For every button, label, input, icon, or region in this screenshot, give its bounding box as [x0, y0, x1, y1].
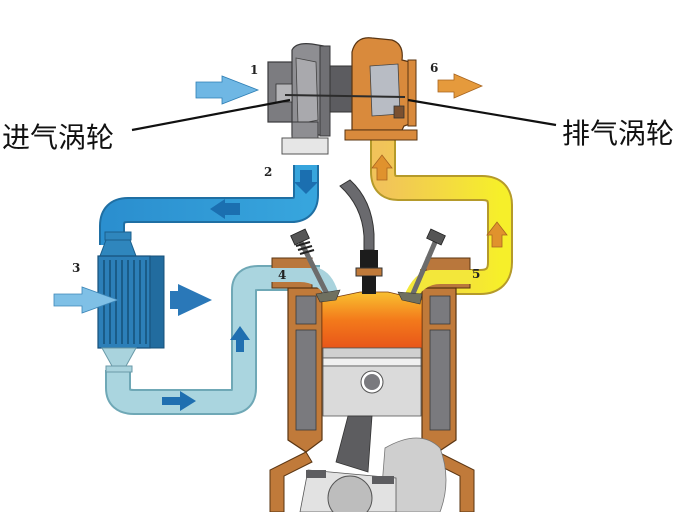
cooled-air-pipe	[105, 265, 320, 415]
connecting-rod	[299, 415, 397, 512]
intake-turbine-leader-line	[131, 98, 291, 132]
turbo-shaft-housing	[329, 65, 353, 113]
callout-1: 1	[250, 63, 258, 77]
intake-turbine-label: 进气涡轮	[2, 121, 115, 154]
combustion-chamber	[321, 291, 423, 349]
exhaust-turbine-leader-line	[407, 98, 557, 127]
intake-port	[270, 268, 338, 300]
piston	[322, 347, 422, 417]
callout-2: 2	[264, 165, 272, 179]
turbo-shaft	[284, 94, 406, 98]
turbine-housing	[344, 37, 418, 141]
callout-4: 4	[278, 268, 286, 282]
compressed-air-pipe	[99, 165, 319, 245]
spark-plug	[339, 179, 383, 294]
flow-arrow-up-icon	[371, 154, 393, 181]
flow-arrow-down-icon	[294, 170, 318, 194]
flow-arrow-up-icon	[230, 326, 250, 352]
compressor-housing	[267, 43, 331, 155]
exhaust-valve	[397, 228, 446, 305]
flow-arrow-up-icon	[486, 221, 508, 248]
ambient-air-arrow-icon	[53, 286, 120, 314]
intake-air-arrow-icon	[195, 75, 260, 105]
exhaust-out-arrow-icon	[437, 73, 484, 99]
flow-arrow-right-icon	[162, 391, 196, 411]
crank-counterweight	[379, 437, 447, 512]
exhaust-turbine-label: 排气涡轮	[562, 117, 675, 150]
intake-valve	[290, 228, 341, 303]
flow-arrow-left-icon	[210, 199, 240, 219]
callout-6: 6	[430, 61, 438, 75]
callout-3: 3	[72, 261, 80, 275]
exhaust-pipe	[370, 138, 513, 295]
cooling-air-out-arrow-icon	[170, 284, 212, 316]
callout-5: 5	[472, 267, 480, 281]
